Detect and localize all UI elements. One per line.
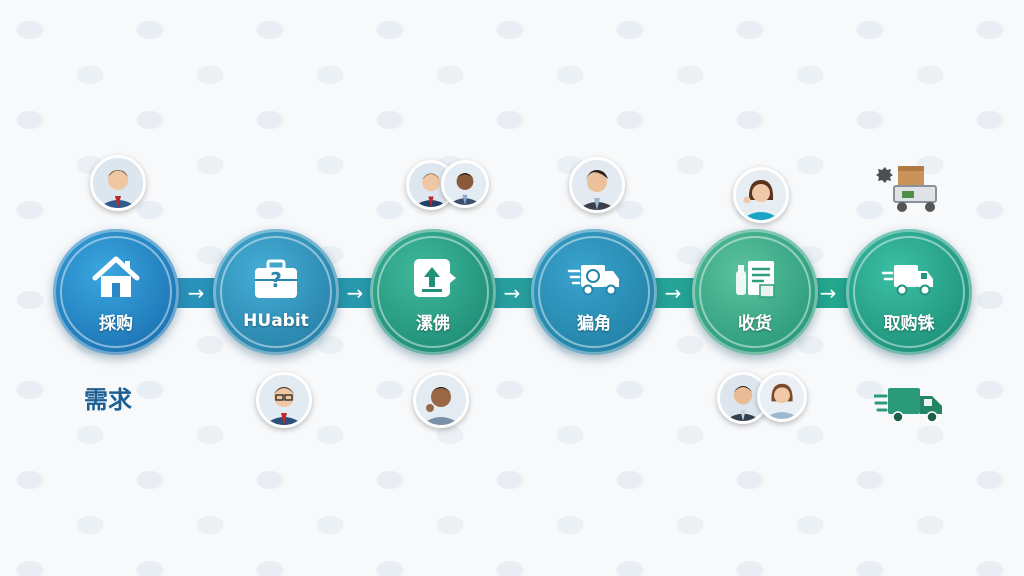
- step-4[interactable]: 猵角: [531, 229, 657, 355]
- step-6[interactable]: 取购铢: [846, 229, 972, 355]
- upload-box-icon: [414, 258, 456, 297]
- step-1[interactable]: 採购: [53, 229, 179, 355]
- step-label: HUabit: [243, 311, 309, 331]
- step-ring: [538, 236, 650, 348]
- avatar-glasses: [256, 372, 312, 428]
- step-2[interactable]: ? HUabit: [213, 229, 339, 355]
- avatar-buyer: [90, 155, 146, 211]
- avatar-receiver: [733, 167, 789, 223]
- step-ring: [60, 236, 172, 348]
- svg-text:?: ?: [270, 268, 282, 292]
- goods-receipt-icon: [736, 260, 775, 298]
- step-label: 收货: [738, 313, 772, 334]
- avatar-inspector: [717, 372, 769, 424]
- avatar-clerk: [757, 372, 807, 422]
- fast-truck-icon: [567, 264, 619, 295]
- avatar-thinking: [413, 372, 469, 428]
- avatar-logistics: [569, 157, 625, 213]
- arrow-2: →: [346, 281, 364, 305]
- step-label: 猵角: [577, 313, 611, 334]
- step-3[interactable]: 漯佛: [370, 229, 496, 355]
- delivery-truck-icon: [881, 264, 933, 295]
- step-5[interactable]: 收货: [692, 229, 818, 355]
- arrow-5: →: [819, 281, 837, 305]
- green-truck-icon: [874, 384, 944, 424]
- step-label: 取购铢: [883, 313, 935, 334]
- arrow-4: →: [664, 281, 682, 305]
- cart-boxes-icon: [872, 160, 946, 216]
- step-ring: [377, 236, 489, 348]
- step-ring: [699, 236, 811, 348]
- briefcase-question-icon: ?: [255, 259, 297, 298]
- demand-label: 需求: [84, 386, 132, 414]
- step-label: 漯佛: [416, 313, 450, 334]
- arrow-1: →: [187, 281, 205, 305]
- step-ring: [220, 236, 332, 348]
- step-ring: [853, 236, 965, 348]
- arrow-3: →: [503, 281, 521, 305]
- house-icon: [92, 256, 140, 297]
- avatar-colleague: [441, 160, 489, 208]
- step-label: 採购: [99, 313, 133, 334]
